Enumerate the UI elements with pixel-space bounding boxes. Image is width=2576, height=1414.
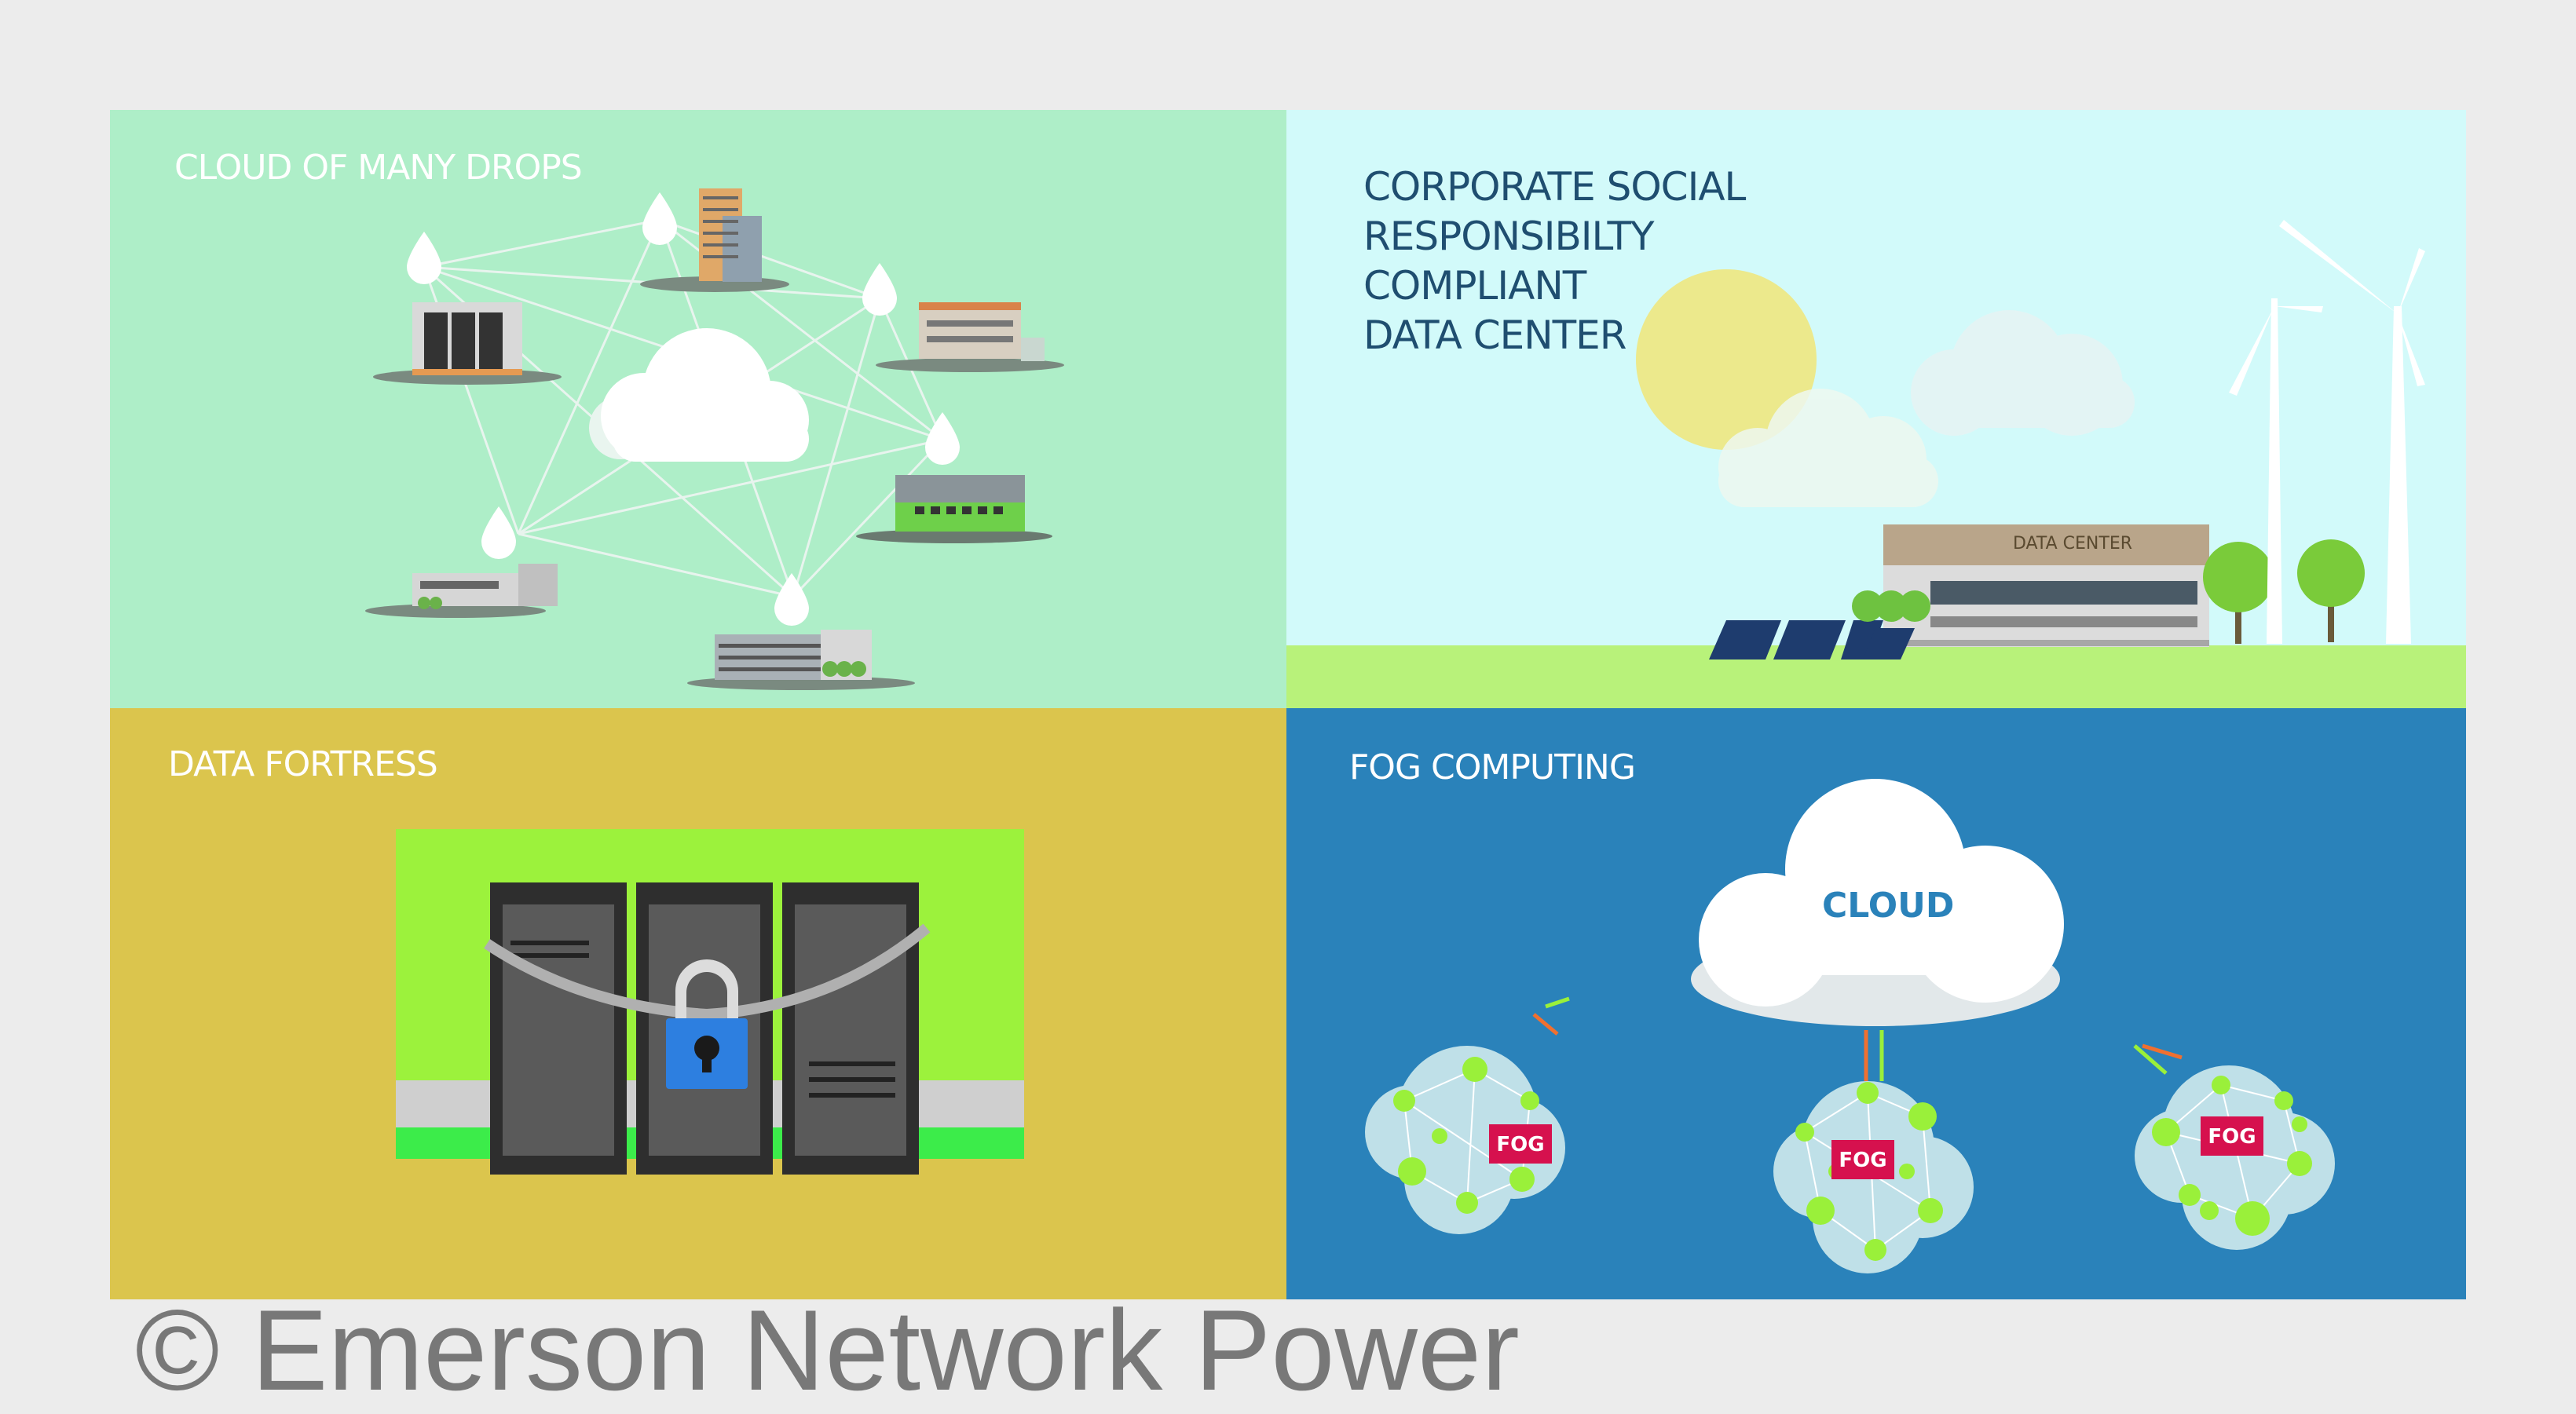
panel-data-fortress: DATA FORTRESS <box>110 708 1286 1299</box>
fog-label-left: FOG <box>1496 1133 1545 1156</box>
chain-icon <box>484 923 931 1021</box>
panel-csr-data-center: CORPORATE SOCIAL RESPONSIBILTY COMPLIANT… <box>1286 110 2466 708</box>
fog-cluster-left <box>1365 996 1570 1234</box>
building-campus <box>687 630 915 690</box>
csr-title-line-3: COMPLIANT <box>1363 263 1586 309</box>
panel-fog-computing: FOG COMPUTING CLOUD FOG FOG FOG <box>1286 708 2466 1299</box>
building-server-room <box>373 302 562 385</box>
building-office-tower <box>640 188 789 292</box>
cloud-icon-back <box>1911 310 2135 436</box>
fog-label-boxes <box>1489 1116 2263 1179</box>
building-green-factory <box>856 475 1052 543</box>
cloud-icon <box>1691 779 2064 1026</box>
fog-label-center: FOG <box>1839 1149 1887 1172</box>
cloud-drops-illustration <box>365 188 1064 690</box>
cloud-icon-front <box>1718 389 1938 507</box>
csr-illustration <box>1286 220 2466 708</box>
building-warehouse <box>876 302 1064 372</box>
data-center-sign: DATA CENTER <box>2013 534 2133 554</box>
csr-title-line-1: CORPORATE SOCIAL <box>1363 164 1746 210</box>
data-center-building <box>1883 524 2209 647</box>
panel-title-csr: CORPORATE SOCIAL RESPONSIBILTY COMPLIANT… <box>1363 163 1746 360</box>
fog-label-right: FOG <box>2208 1125 2256 1149</box>
sun-icon <box>1636 269 1817 450</box>
csr-title-line-2: RESPONSIBILTY <box>1363 214 1655 259</box>
data-fortress-illustration <box>396 829 1024 1175</box>
panel-cloud-of-many-drops: CLOUD OF MANY DROPS <box>110 110 1286 708</box>
csr-title-line-4: DATA CENTER <box>1363 312 1626 358</box>
water-drop-icons <box>407 192 960 626</box>
bush-icons <box>1852 590 1930 622</box>
building-low-office <box>365 564 558 618</box>
wind-turbine-icons <box>2229 220 2425 644</box>
panel-title-cloud-of-many-drops: CLOUD OF MANY DROPS <box>174 148 583 188</box>
solar-panel-icons <box>1709 620 1915 660</box>
padlock-icon <box>666 959 748 1089</box>
fog-computing-illustration <box>1365 779 2335 1273</box>
copyright-watermark: © Emerson Network Power <box>135 1286 1520 1414</box>
panel-title-fog-computing: FOG COMPUTING <box>1349 747 1636 787</box>
central-cloud-icon <box>589 328 809 462</box>
panel-title-data-fortress: DATA FORTRESS <box>168 744 438 784</box>
cloud-label: CLOUD <box>1822 886 1955 926</box>
tree-icons <box>2203 539 2365 644</box>
